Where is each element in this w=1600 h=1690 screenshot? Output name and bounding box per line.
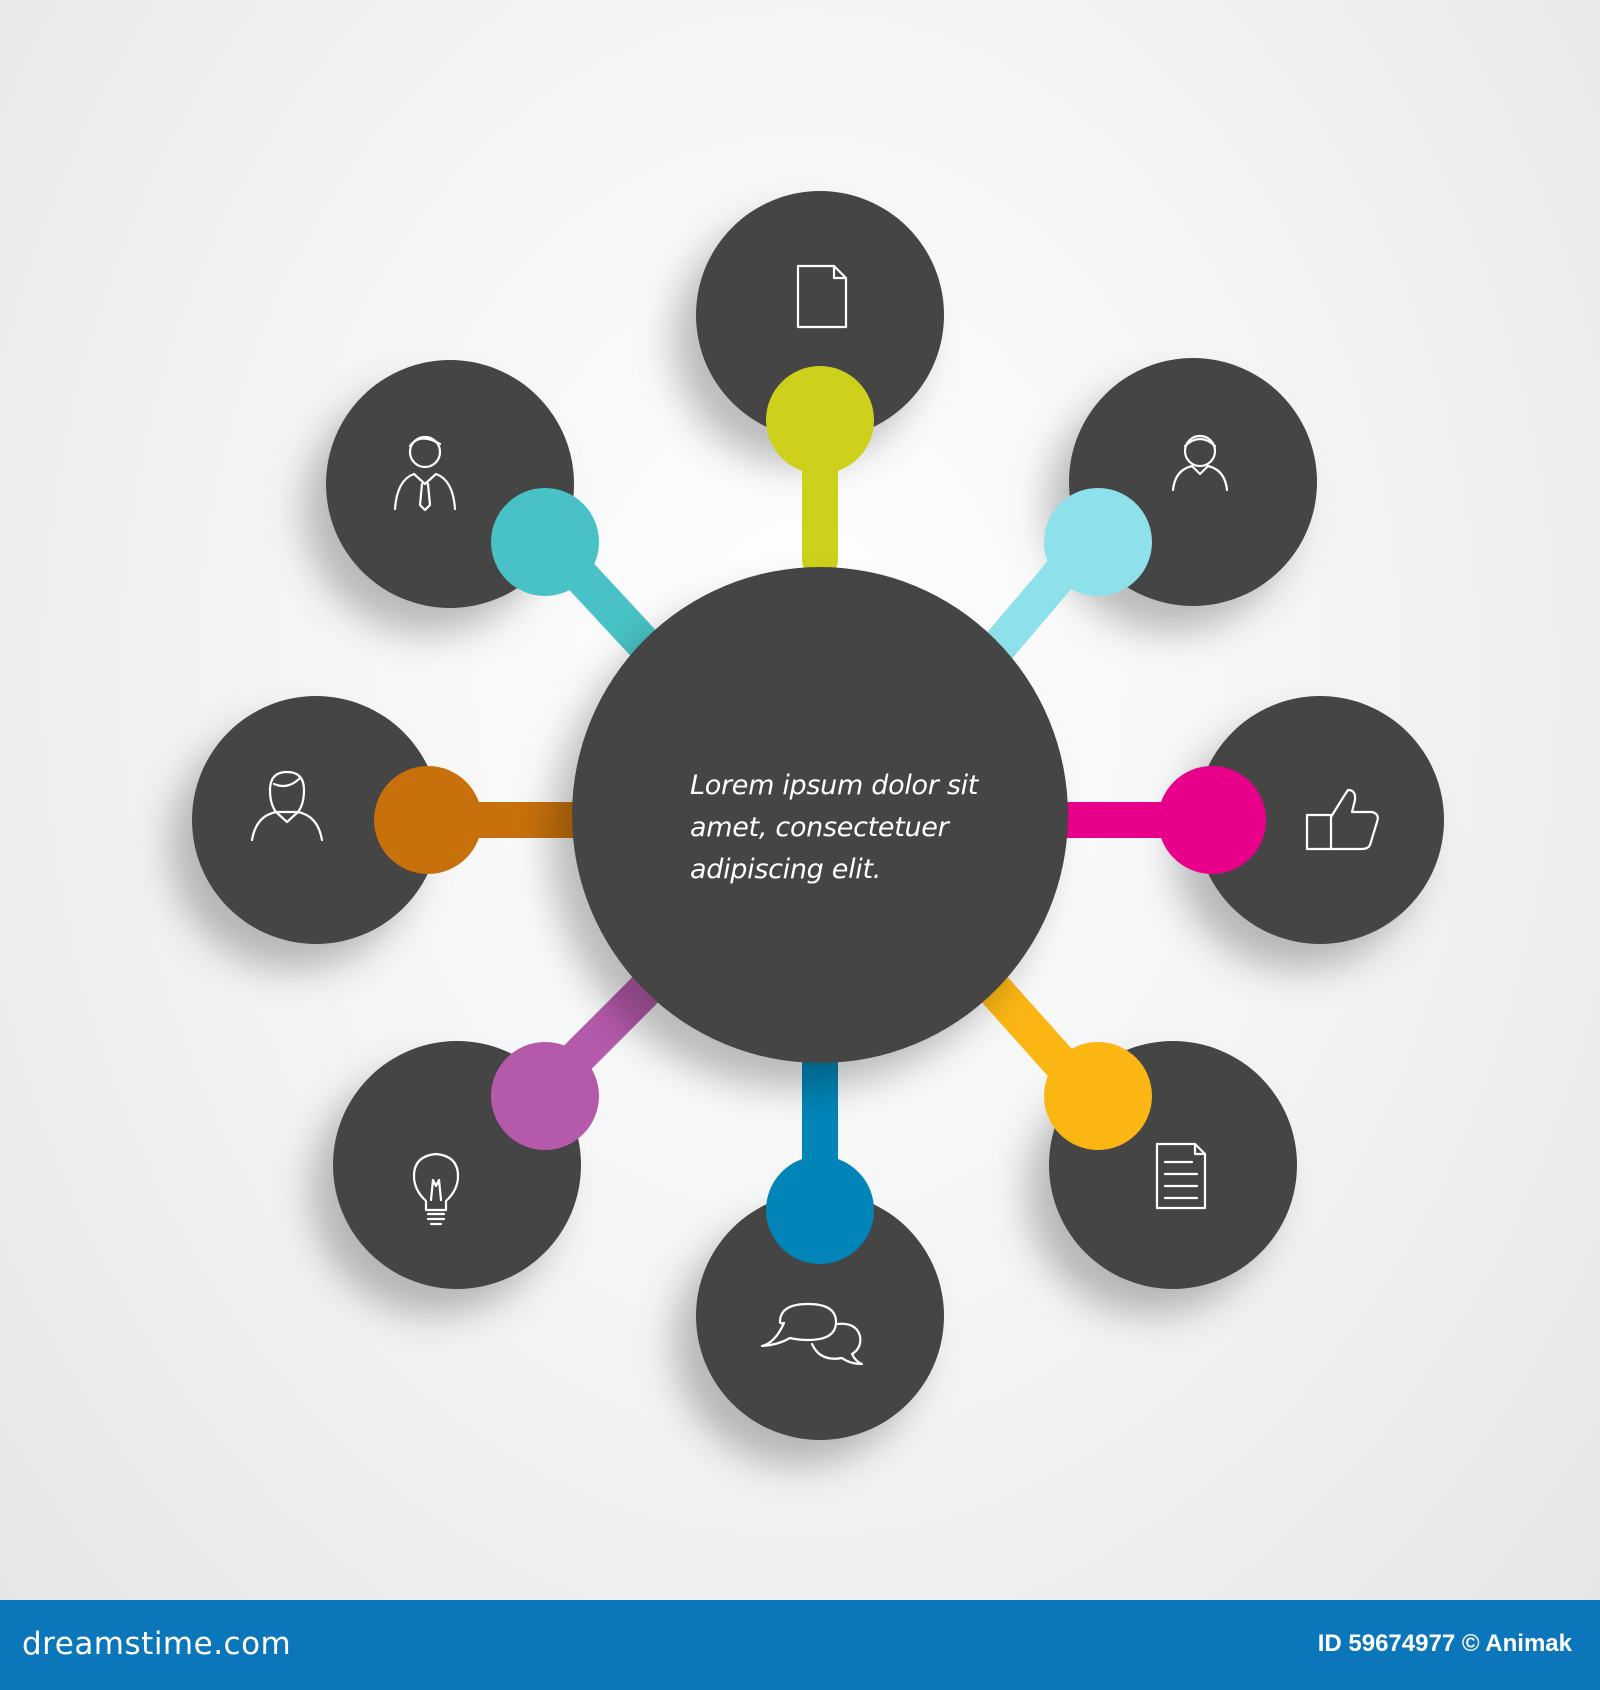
connector-bottom-left bbox=[491, 972, 663, 1150]
businessman-icon bbox=[393, 435, 457, 512]
footer-brand: dreamstime.com bbox=[22, 1626, 292, 1662]
center-circle bbox=[572, 567, 1068, 1063]
node-circle-left bbox=[192, 696, 440, 944]
node-circle-bottom bbox=[696, 1192, 944, 1440]
footer-bar: dreamstime.com ID 59674977 © Animak bbox=[0, 1600, 1600, 1690]
woman-icon bbox=[250, 770, 324, 842]
connector-top-right bbox=[982, 488, 1152, 663]
connector-right bbox=[1047, 766, 1266, 874]
text-document-icon bbox=[1155, 1142, 1207, 1210]
person-icon bbox=[1171, 434, 1229, 492]
chat-bubbles-icon bbox=[760, 1302, 864, 1366]
node-circle-top bbox=[696, 191, 944, 439]
lightbulb-icon bbox=[412, 1152, 460, 1226]
node-circle-right bbox=[1196, 696, 1444, 944]
center-text-line: Lorem ipsum dolor sit bbox=[690, 770, 979, 801]
connector-top-left bbox=[491, 488, 663, 663]
center-text: Lorem ipsum dolor sit amet, consectetuer… bbox=[690, 765, 1020, 891]
center-text-line: amet, consectetuer bbox=[690, 812, 949, 843]
connector-bottom bbox=[766, 1042, 874, 1264]
metaball-diagram bbox=[192, 191, 1444, 1440]
footer-image-id: ID 59674977 © Animak bbox=[1317, 1630, 1572, 1657]
connector-left bbox=[374, 766, 593, 874]
connector-bottom-right bbox=[977, 972, 1152, 1150]
document-icon bbox=[796, 264, 848, 329]
connector-top bbox=[766, 366, 874, 578]
center-text-line: adipiscing elit. bbox=[690, 854, 882, 885]
thumbs-up-icon bbox=[1305, 788, 1379, 851]
